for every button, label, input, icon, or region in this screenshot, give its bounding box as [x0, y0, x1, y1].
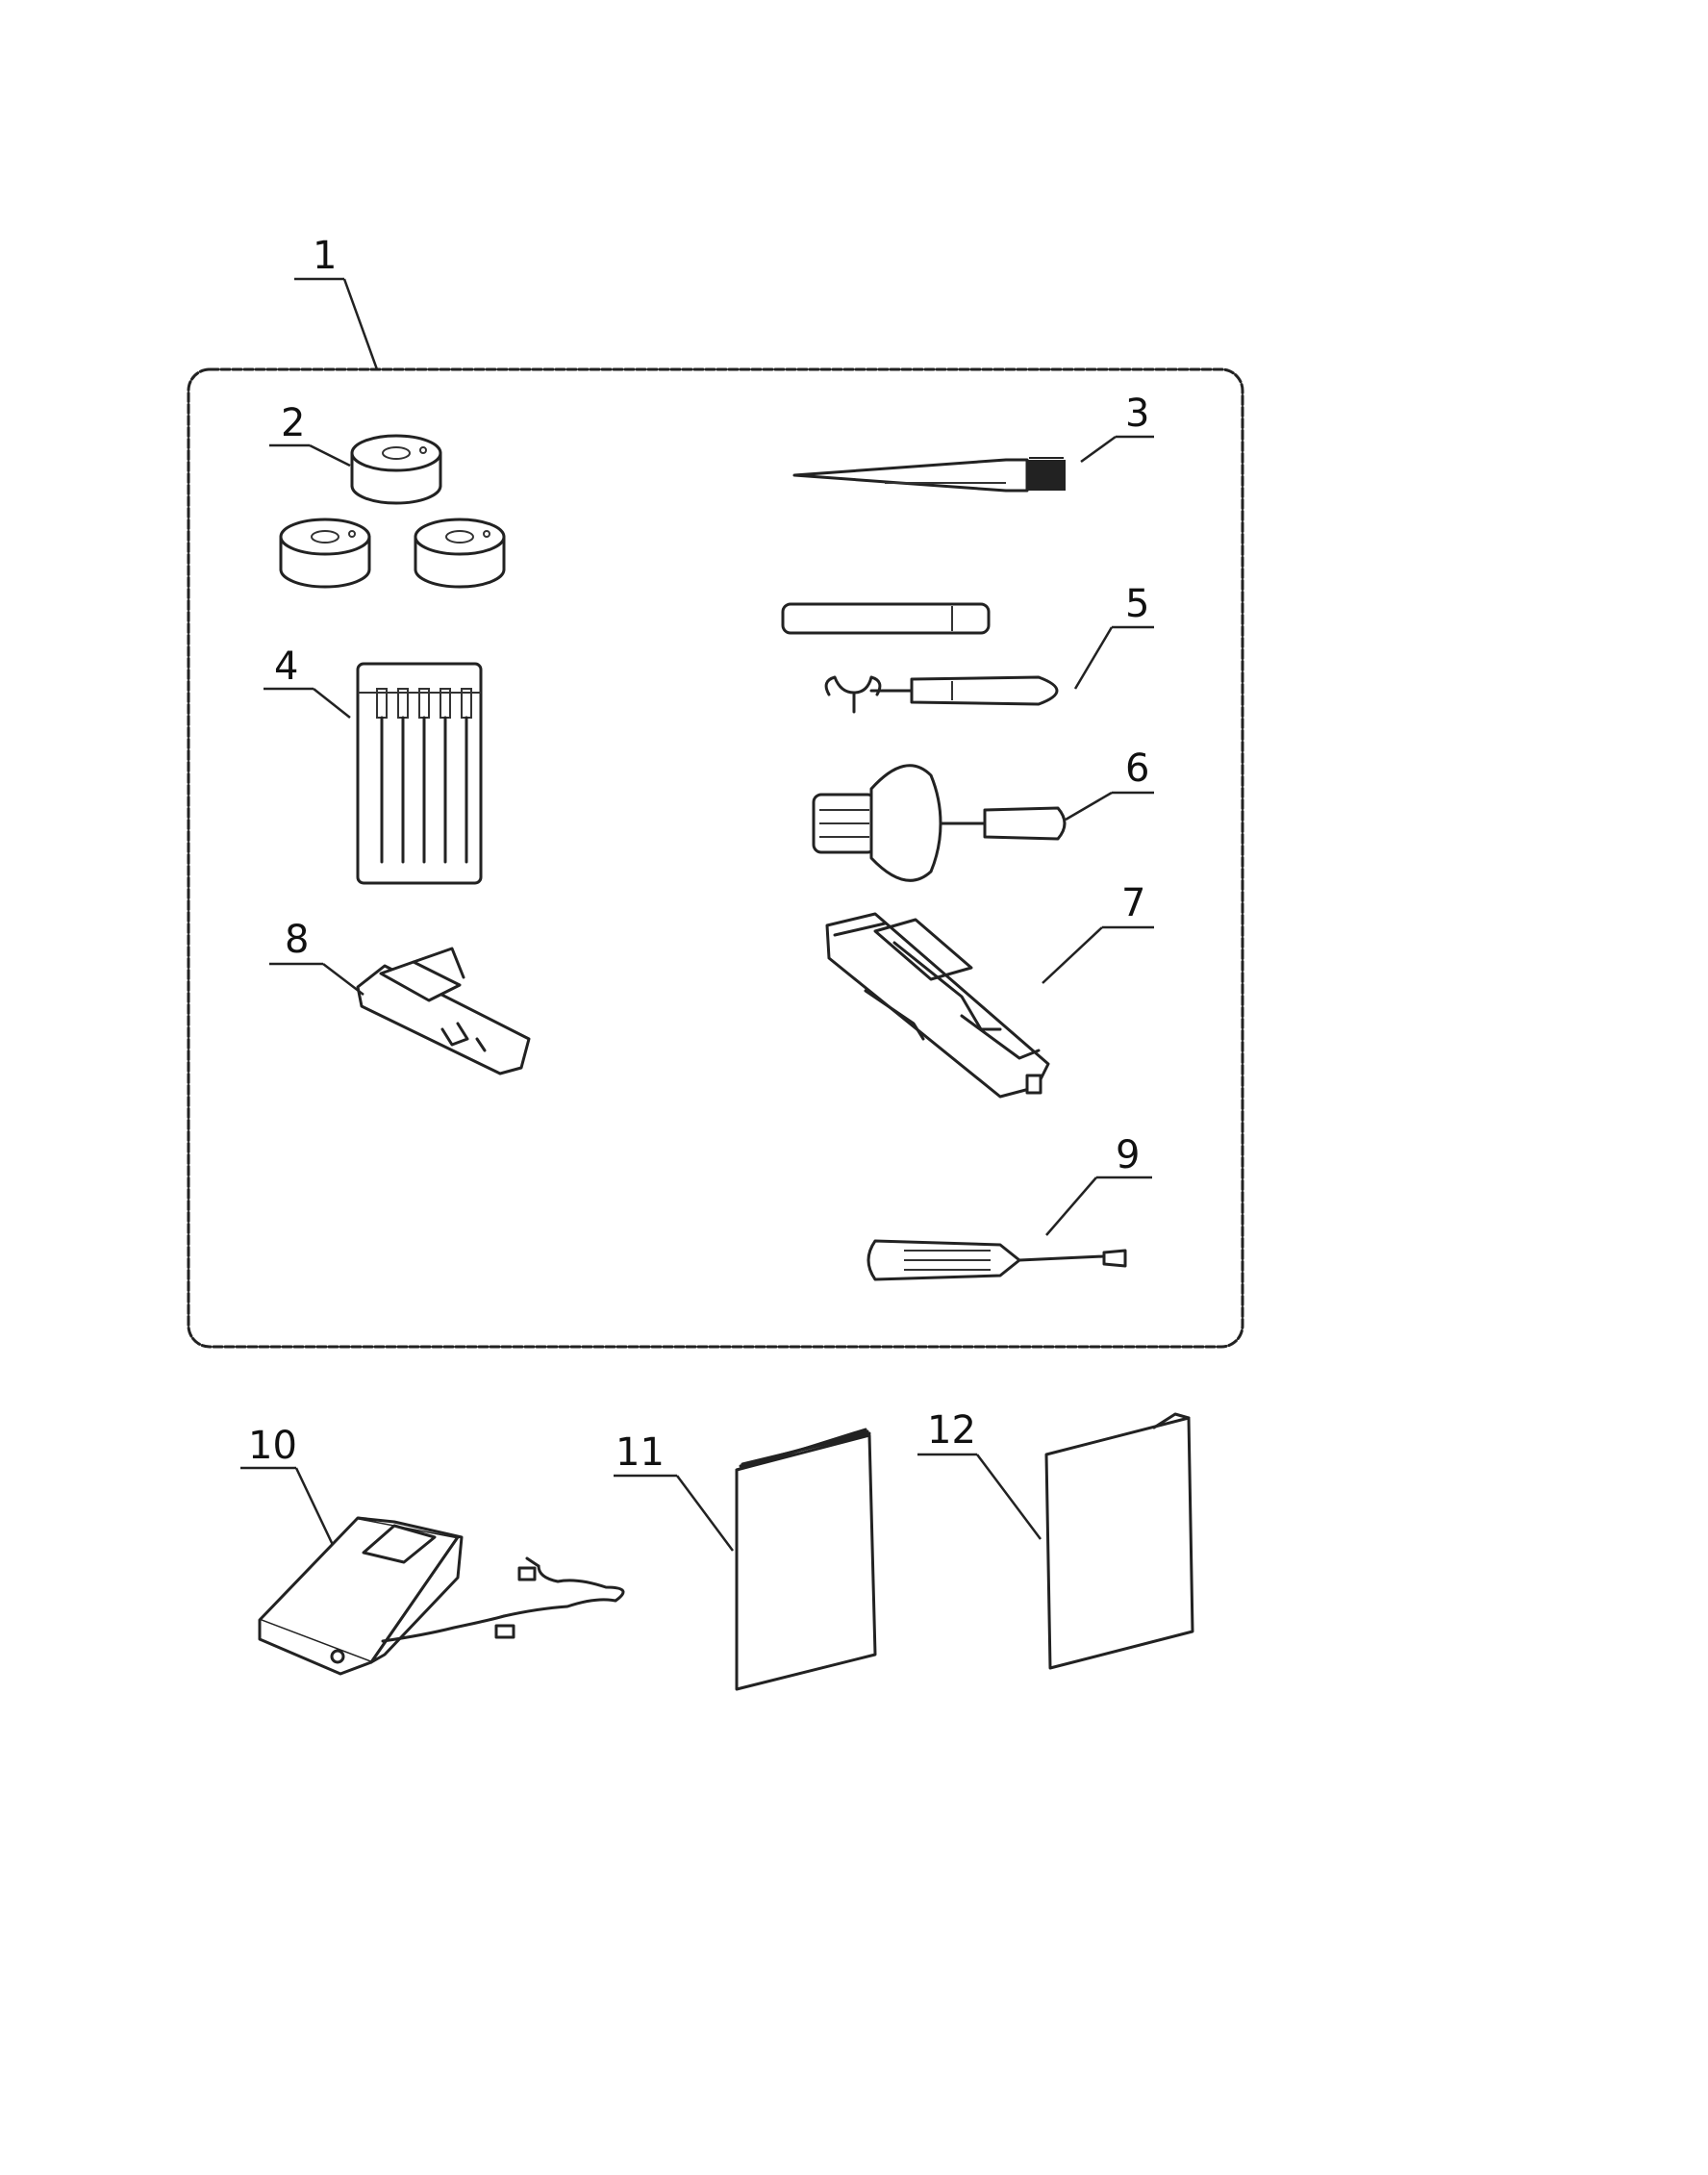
- callout-1-label: 1: [313, 234, 337, 278]
- screwdriver: [867, 1239, 1127, 1281]
- callout-12-label: 12: [927, 1408, 976, 1453]
- callout-10-label: 10: [248, 1424, 297, 1468]
- callout-7: 7: [1042, 881, 1154, 984]
- accessory-box: [187, 367, 1244, 1349]
- zipper-foot: [356, 947, 531, 1075]
- callout-4-label: 4: [274, 645, 298, 689]
- callout-9: 9: [1045, 1133, 1152, 1236]
- callout-8-label: 8: [285, 918, 309, 962]
- needle: [440, 688, 451, 864]
- callout-11: 11: [614, 1430, 735, 1552]
- callout-3-label: 3: [1125, 392, 1149, 436]
- buttonhole-foot: [825, 912, 1050, 1099]
- leaflet: [1044, 1412, 1194, 1670]
- bobbin: [350, 434, 442, 505]
- seam-ripper: [781, 602, 1059, 714]
- foot-control: [258, 1516, 625, 1676]
- callout-6: 6: [1065, 746, 1154, 822]
- callout-2: 2: [269, 401, 351, 468]
- callout-10: 10: [240, 1424, 335, 1546]
- callout-8: 8: [269, 918, 364, 996]
- bobbin: [414, 518, 506, 589]
- bobbins: [279, 434, 506, 589]
- callout-2-label: 2: [281, 401, 305, 445]
- callout-3: 3: [1080, 392, 1154, 464]
- bobbin: [279, 518, 371, 589]
- callout-11-label: 11: [615, 1430, 665, 1475]
- needle-pack: [356, 662, 483, 885]
- needle: [418, 688, 430, 864]
- disc-screwdriver: [812, 764, 1067, 882]
- callout-9-label: 9: [1116, 1133, 1140, 1177]
- callout-6-label: 6: [1125, 746, 1149, 791]
- callout-1: 1: [294, 234, 379, 370]
- needle: [397, 688, 409, 864]
- callout-5: 5: [1073, 582, 1154, 690]
- needle: [461, 688, 472, 864]
- instruction-book: [735, 1428, 877, 1691]
- callout-5-label: 5: [1125, 582, 1149, 626]
- callout-4: 4: [264, 645, 351, 719]
- lint-brush: [792, 457, 1066, 493]
- callout-7-label: 7: [1121, 881, 1145, 925]
- callout-12: 12: [917, 1408, 1042, 1540]
- needle: [376, 688, 388, 864]
